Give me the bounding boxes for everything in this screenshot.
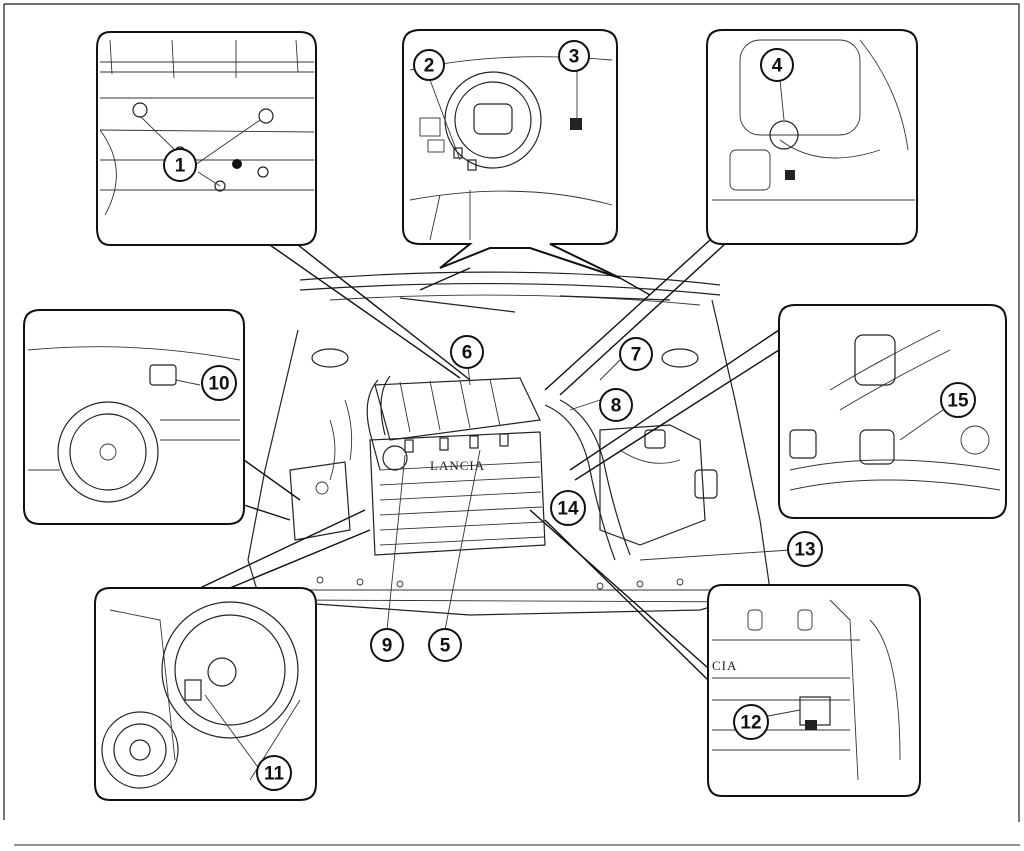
callout-6: 6 — [450, 335, 484, 369]
svg-text:14: 14 — [557, 499, 579, 520]
svg-text:4: 4 — [772, 56, 783, 77]
callout-10: 10 — [201, 365, 237, 401]
callout-2: 2 — [413, 49, 445, 81]
svg-text:8: 8 — [611, 396, 622, 417]
callout-4: 4 — [760, 48, 794, 82]
svg-text:11: 11 — [264, 764, 285, 785]
callout-14: 14 — [550, 490, 586, 526]
inset-panel-4 — [706, 29, 918, 245]
outer-frame — [3, 3, 1020, 822]
callout-8: 8 — [599, 388, 633, 422]
callout-7: 7 — [619, 337, 653, 371]
callout-12: 12 — [733, 704, 769, 740]
svg-text:2: 2 — [424, 56, 435, 77]
svg-text:12: 12 — [740, 713, 761, 734]
inset-panel-12: CIA — [707, 584, 921, 797]
callout-1: 1 — [163, 148, 197, 182]
svg-text:3: 3 — [569, 47, 580, 68]
inset-panel-15 — [778, 304, 1007, 519]
callout-15: 15 — [940, 382, 976, 418]
svg-text:1: 1 — [175, 156, 186, 177]
callout-11: 11 — [256, 755, 292, 791]
svg-text:9: 9 — [382, 636, 393, 657]
callout-9: 9 — [370, 628, 404, 662]
inset-panel-11 — [94, 587, 317, 801]
svg-text:5: 5 — [440, 636, 451, 657]
inset-panel-10 — [23, 309, 245, 525]
inset-panel-1 — [96, 31, 317, 246]
engine-brand-text: LANCIA — [430, 458, 485, 473]
svg-text:13: 13 — [794, 540, 815, 561]
svg-text:15: 15 — [947, 391, 969, 412]
engine-bay-drawing: LANCIA — [247, 271, 771, 616]
svg-text:7: 7 — [631, 345, 642, 366]
svg-text:6: 6 — [462, 343, 473, 364]
leader-lines — [139, 70, 951, 771]
svg-text:10: 10 — [208, 374, 229, 395]
callout-5: 5 — [428, 628, 462, 662]
inset-brand-text: CIA — [712, 658, 737, 673]
callout-3: 3 — [558, 40, 590, 72]
callout-13: 13 — [787, 531, 823, 567]
